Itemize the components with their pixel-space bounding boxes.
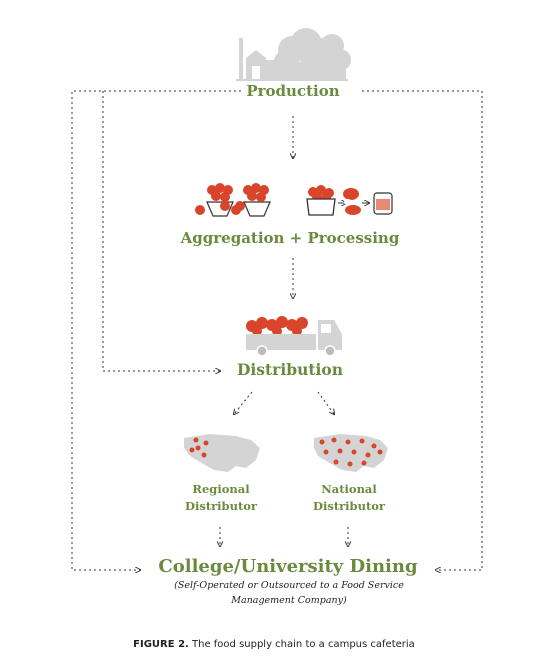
delivery-truck-icon — [246, 316, 342, 357]
national-map-icon — [314, 434, 388, 472]
regional-distributor-label: Regional Distributor — [174, 481, 268, 515]
arrow-distribution-to-national — [317, 391, 334, 414]
dining-subtitle-line1: (Self-Operated or Outsourced to a Food S… — [174, 580, 404, 591]
arrow-production-to-distribution — [102, 91, 220, 371]
production-title: Production — [246, 82, 340, 100]
processing-icon — [306, 185, 393, 216]
figure-caption-text: The food supply chain to a campus cafete… — [188, 639, 415, 650]
regional-label-line1: Regional — [192, 482, 250, 496]
arrow-production-to-dining-left — [71, 90, 241, 570]
regional-map-icon — [184, 434, 260, 472]
arrow-production-to-dining-right — [362, 90, 483, 570]
figure-caption-label: FIGURE 2. — [133, 639, 189, 650]
farm-icon — [236, 28, 351, 81]
arrow-distribution-to-regional — [234, 391, 253, 414]
national-label-line2: Distributor — [313, 499, 385, 513]
dining-subtitle: (Self-Operated or Outsourced to a Food S… — [146, 578, 432, 608]
college-dining-title: College/University Dining — [158, 556, 418, 577]
aggregation-processing-title: Aggregation + Processing — [180, 229, 400, 247]
regional-label-line2: Distributor — [185, 499, 257, 513]
figure-caption: FIGURE 2. The food supply chain to a cam… — [0, 639, 548, 650]
national-label-line1: National — [321, 482, 377, 496]
distribution-title: Distribution — [236, 360, 344, 379]
national-distributor-label: National Distributor — [302, 481, 396, 515]
tomato-crates-icon — [195, 183, 271, 217]
dining-subtitle-line2: Management Company) — [231, 595, 347, 606]
